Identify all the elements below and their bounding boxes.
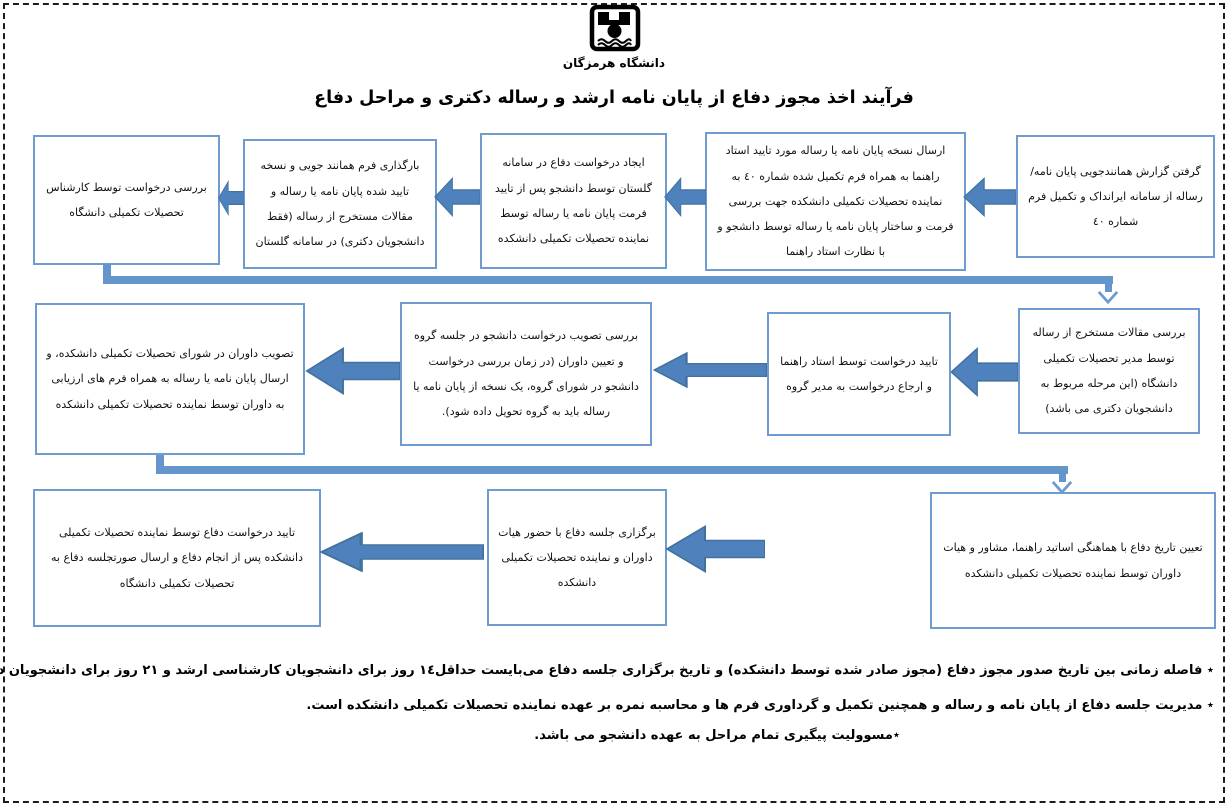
flow-step-6-label: بررسی مقالات مستخرج از رساله توسط مدیر ت… — [1032, 326, 1186, 416]
ministry-arc-text: وزارت علوم، تحقیقات و فناوری — [538, 0, 541, 2]
flow-step-7-label: تایید درخواست توسط استاد راهنما و ارجاع … — [780, 354, 938, 393]
footnote-2: ٭ مدیریت جلسه دفاع از پایان نامه و رساله… — [306, 698, 1214, 713]
footnote-3: ٭مسوولیت پیگیری تمام مراحل به عهده دانشج… — [534, 728, 900, 743]
left-block-arrow-icon — [318, 532, 484, 572]
left-block-arrow-icon — [305, 347, 400, 395]
flow-step-4-label: بارگذاری فرم همانند جویی و نسخه تایید شد… — [255, 159, 425, 249]
university-logo-icon: وزارت علوم، تحقیقات و فناوری — [538, 0, 641, 52]
flow-step-12-label: تایید درخواست دفاع توسط نماینده تحصیلات … — [51, 526, 303, 590]
flow-step-3: ایجاد درخواست دفاع در سامانه گلستان توسط… — [480, 133, 667, 269]
left-block-arrow-icon — [218, 180, 244, 216]
connector-1-vertical-stub — [103, 264, 111, 282]
university-name: دانشگاه هرمزگان — [562, 56, 666, 70]
flow-step-11-label: برگزاری جلسه دفاع با حضور هیات داوران و … — [498, 525, 656, 590]
left-block-arrow-icon — [963, 177, 1016, 217]
flow-step-7: تایید درخواست توسط استاد راهنما و ارجاع … — [767, 312, 951, 436]
flow-step-1: گرفتن گزارش همانندجویی پایان نامه/ رساله… — [1016, 135, 1215, 258]
connector-2-drop-stub — [1059, 474, 1066, 482]
left-block-arrow-icon — [664, 177, 706, 217]
flow-step-11: برگزاری جلسه دفاع با حضور هیات داوران و … — [487, 489, 667, 626]
flow-step-10-label: تعیین تاریخ دفاع با هماهنگی اساتید راهنم… — [943, 541, 1203, 580]
left-block-arrow-icon — [665, 525, 765, 573]
connector-1-drop-stub — [1105, 284, 1112, 292]
flow-step-2: ارسال نسخه پایان نامه یا رساله مورد تایی… — [705, 132, 966, 271]
logo-sun-circle — [607, 24, 622, 38]
flow-step-3-label: ایجاد درخواست دفاع در سامانه گلستان توسط… — [495, 156, 652, 246]
left-block-arrow-icon — [652, 352, 767, 388]
left-block-arrow-icon — [950, 347, 1018, 397]
flow-step-12: تایید درخواست دفاع توسط نماینده تحصیلات … — [33, 489, 321, 627]
flow-step-9-label: تصویب داوران در شورای تحصیلات تکمیلی دان… — [46, 347, 294, 411]
logo-book-shape — [598, 12, 630, 25]
flow-step-8-label: بررسی تصویب درخواست دانشجو در جلسه گروه … — [413, 329, 639, 419]
logo-wave-1 — [597, 38, 632, 44]
left-block-arrow-icon — [434, 177, 480, 217]
footnote-1: ٭ فاصله زمانی بین تاریخ صدور مجوز دفاع (… — [0, 663, 1214, 678]
flow-step-9: تصویب داوران در شورای تحصیلات تکمیلی دان… — [35, 303, 305, 455]
flow-step-8: بررسی تصویب درخواست دانشجو در جلسه گروه … — [400, 302, 652, 446]
page-title: فرآیند اخذ مجوز دفاع از پایان نامه ارشد … — [314, 88, 914, 108]
flow-step-4: بارگذاری فرم همانند جویی و نسخه تایید شد… — [243, 139, 437, 269]
flow-step-6: بررسی مقالات مستخرج از رساله توسط مدیر ت… — [1018, 308, 1200, 434]
flow-step-10: تعیین تاریخ دفاع با هماهنگی اساتید راهنم… — [930, 492, 1216, 629]
flow-step-5: بررسی درخواست توسط کارشناس تحصیلات تکمیل… — [33, 135, 220, 265]
connector-1-down-arrowhead-icon — [1097, 291, 1119, 304]
connector-2-horizontal-line — [156, 466, 1068, 474]
flow-step-5-label: بررسی درخواست توسط کارشناس تحصیلات تکمیل… — [46, 180, 207, 219]
svg-text:وزارت علوم، تحقیقات و فناوری: وزارت علوم، تحقیقات و فناوری — [538, 0, 541, 2]
flow-step-1-label: گرفتن گزارش همانندجویی پایان نامه/ رساله… — [1028, 164, 1203, 229]
flow-step-2-label: ارسال نسخه پایان نامه یا رساله مورد تایی… — [717, 144, 954, 259]
connector-2-vertical-stub — [156, 455, 164, 471]
logo-wave-2 — [597, 42, 632, 48]
connector-1-horizontal-line — [103, 276, 1113, 284]
